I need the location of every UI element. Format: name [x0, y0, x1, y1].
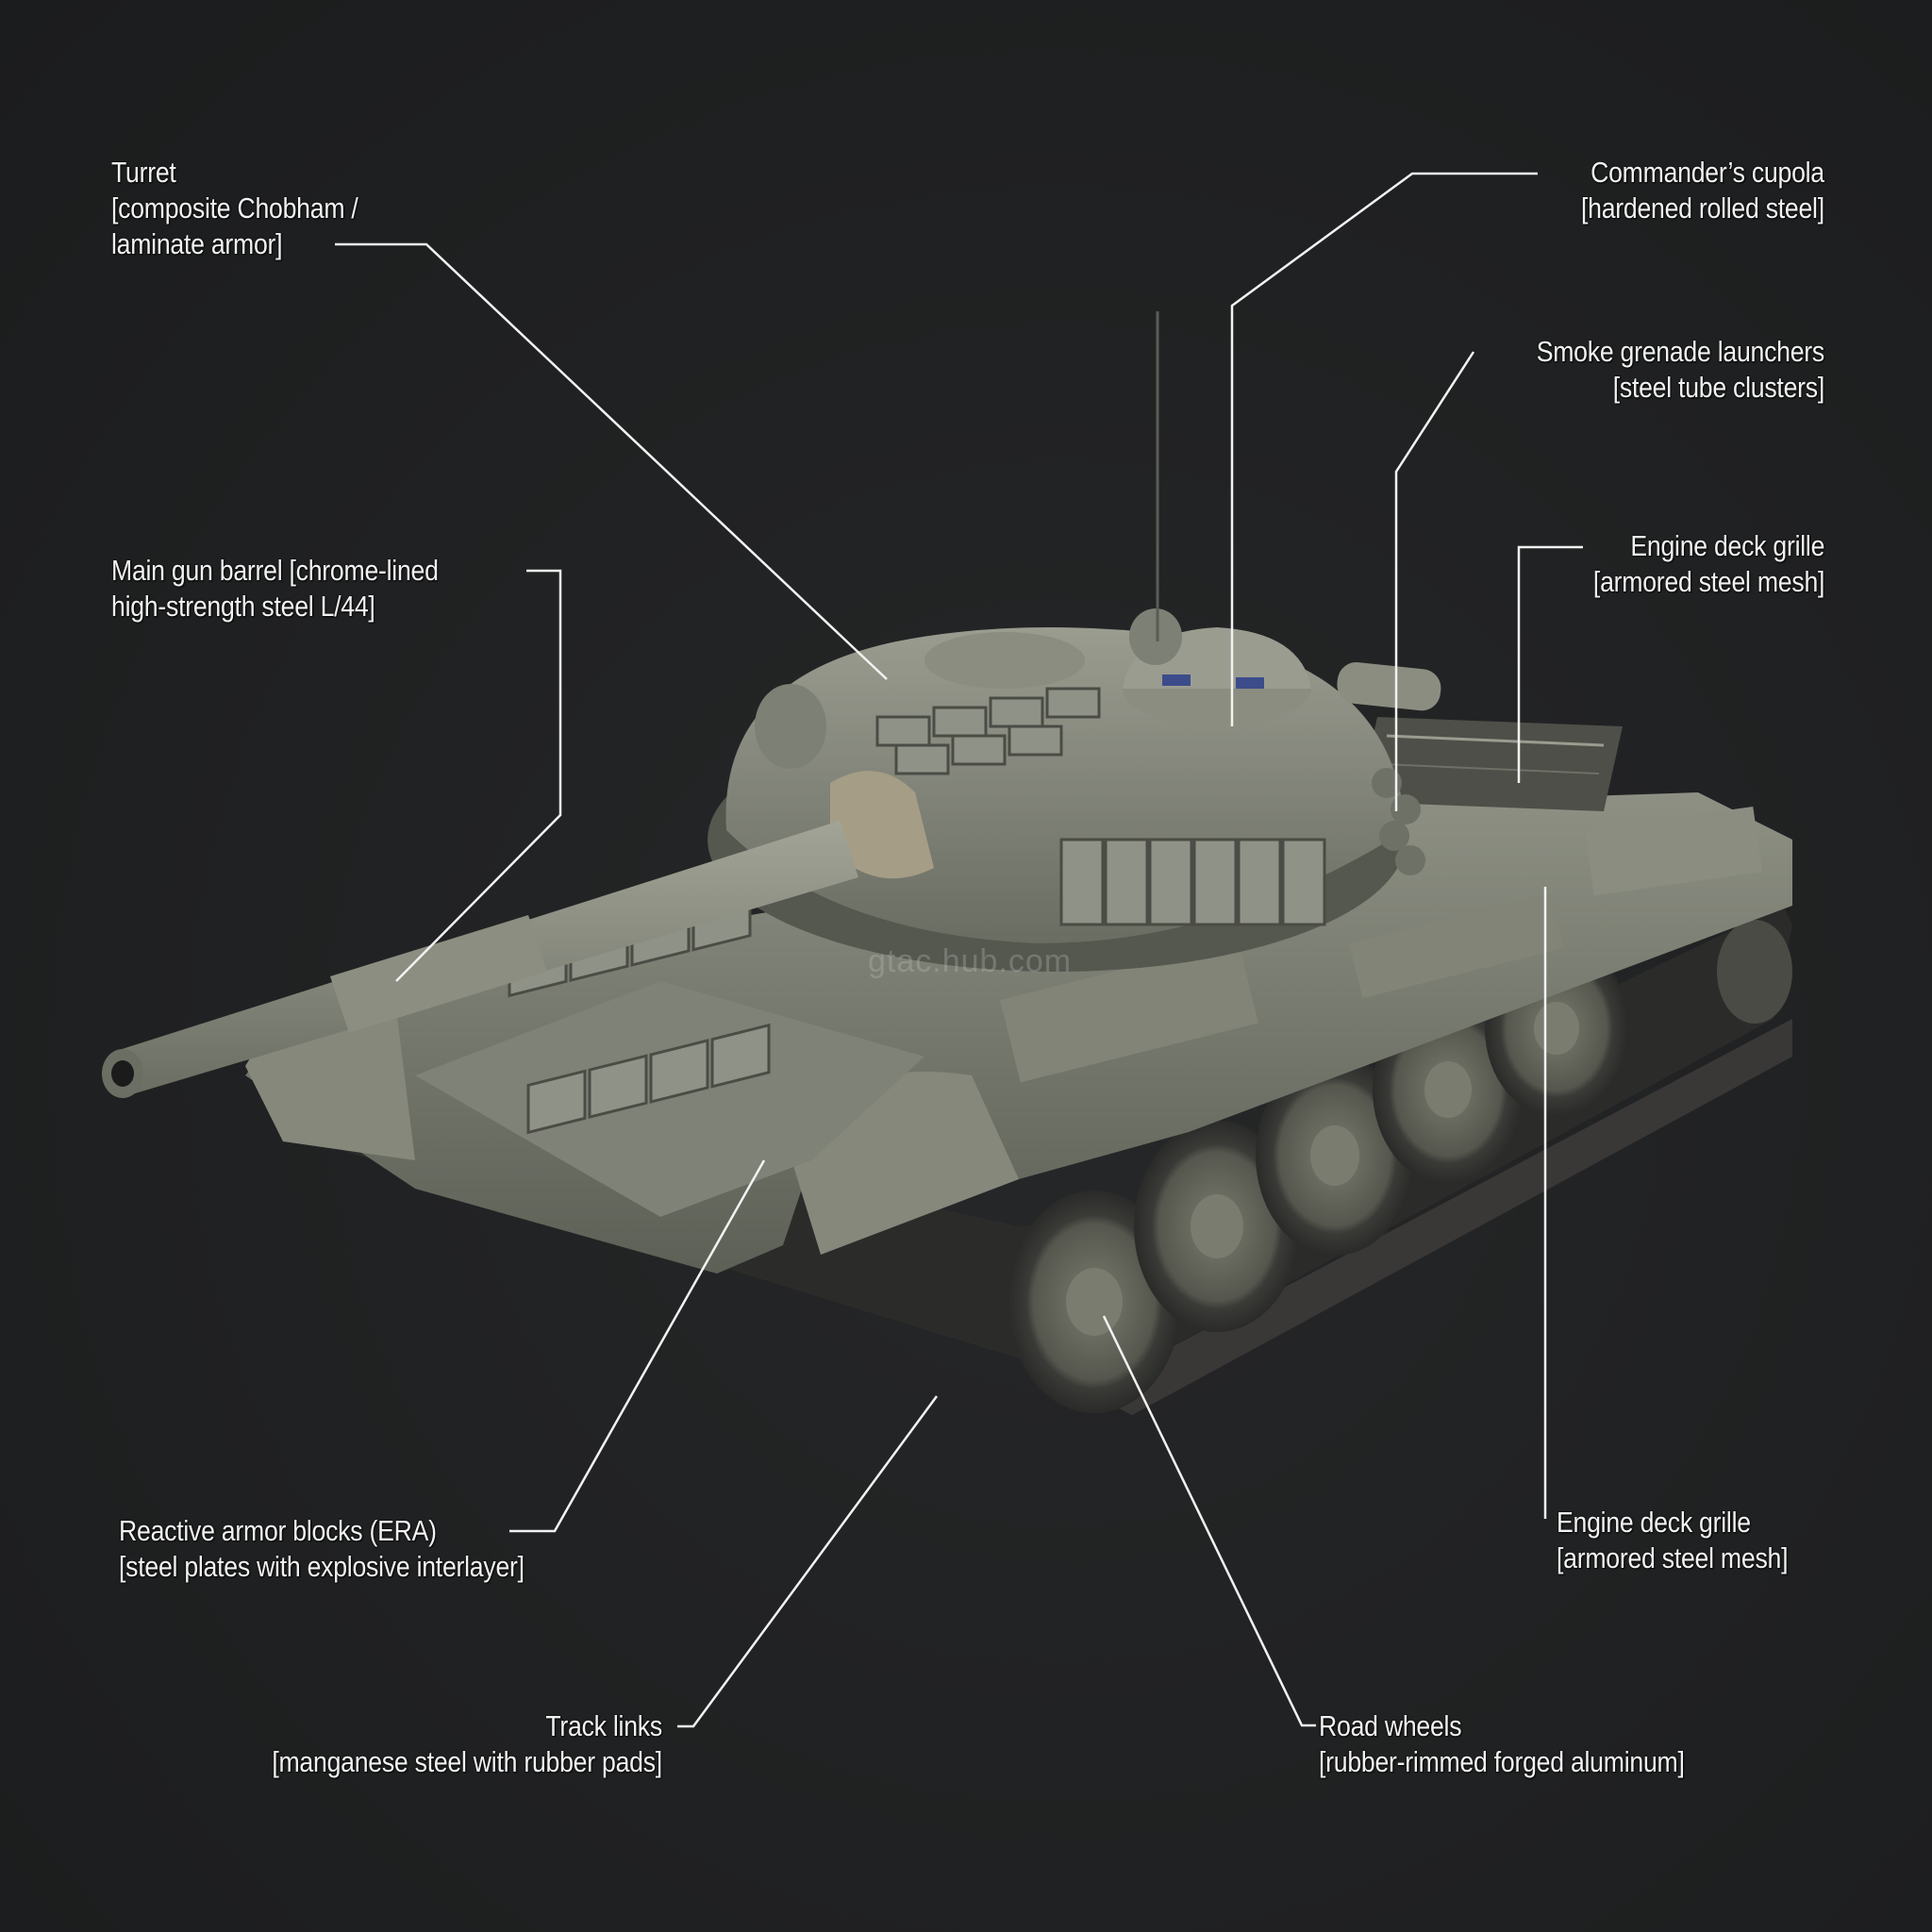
leader-engine-grille-top	[1517, 545, 1583, 783]
turret	[708, 311, 1441, 972]
label-engine-grille-bottom: Engine deck grille [armored steel mesh]	[1557, 1505, 1789, 1576]
label-smoke-launchers-line-1: Smoke grenade launchers	[1536, 335, 1825, 368]
leader-road-wheels	[1102, 1315, 1316, 1727]
label-engine-grille-top: Engine deck grille [armored steel mesh]	[1592, 528, 1825, 600]
label-engine-grille-top-line-1: Engine deck grille	[1630, 529, 1824, 562]
leader-turret	[335, 242, 888, 680]
label-track-links-line-2: [manganese steel with rubber pads]	[272, 1745, 662, 1778]
leader-era	[509, 1159, 766, 1533]
label-era: Reactive armor blocks (ERA) [steel plate…	[119, 1513, 525, 1585]
leader-track-links	[677, 1395, 939, 1728]
leader-main-gun	[395, 569, 562, 982]
road-wheels-group	[1008, 920, 1792, 1413]
label-turret-line-2: [composite Chobham /	[111, 192, 358, 225]
label-road-wheels-line-1: Road wheels	[1319, 1709, 1462, 1742]
label-turret-line-1: Turret	[111, 156, 176, 189]
label-turret: Turret [composite Chobham / laminate arm…	[111, 155, 358, 262]
label-commander-cupola-line-2: [hardened rolled steel]	[1581, 192, 1824, 225]
main-gun	[102, 821, 858, 1098]
label-main-gun: Main gun barrel [chrome-lined high-stren…	[111, 553, 439, 625]
label-smoke-launchers: Smoke grenade launchers [steel tube clus…	[1536, 334, 1825, 406]
label-era-line-2: [steel plates with explosive interlayer]	[119, 1550, 525, 1583]
label-engine-grille-bottom-line-1: Engine deck grille	[1557, 1506, 1751, 1539]
label-road-wheels: Road wheels [rubber-rimmed forged alumin…	[1319, 1708, 1685, 1780]
watermark: gtac.hub.com	[868, 943, 1073, 979]
leader-smoke-launchers	[1394, 351, 1475, 811]
label-era-line-1: Reactive armor blocks (ERA)	[119, 1514, 437, 1547]
label-track-links-line-1: Track links	[545, 1709, 662, 1742]
label-main-gun-line-1: Main gun barrel [chrome-lined	[111, 554, 439, 587]
label-engine-grille-bottom-line-2: [armored steel mesh]	[1557, 1541, 1789, 1574]
label-smoke-launchers-line-2: [steel tube clusters]	[1612, 371, 1825, 404]
label-commander-cupola-line-1: Commander’s cupola	[1591, 156, 1824, 189]
label-road-wheels-line-2: [rubber-rimmed forged aluminum]	[1319, 1745, 1685, 1778]
hull	[245, 717, 1792, 1274]
label-track-links: Track links [manganese steel with rubber…	[272, 1708, 662, 1780]
label-engine-grille-top-line-2: [armored steel mesh]	[1592, 565, 1825, 598]
leader-commander-cupola	[1230, 172, 1538, 726]
label-main-gun-line-2: high-strength steel L/44]	[111, 590, 375, 623]
label-commander-cupola: Commander’s cupola [hardened rolled stee…	[1581, 155, 1824, 226]
label-turret-line-3: laminate armor]	[111, 227, 283, 260]
